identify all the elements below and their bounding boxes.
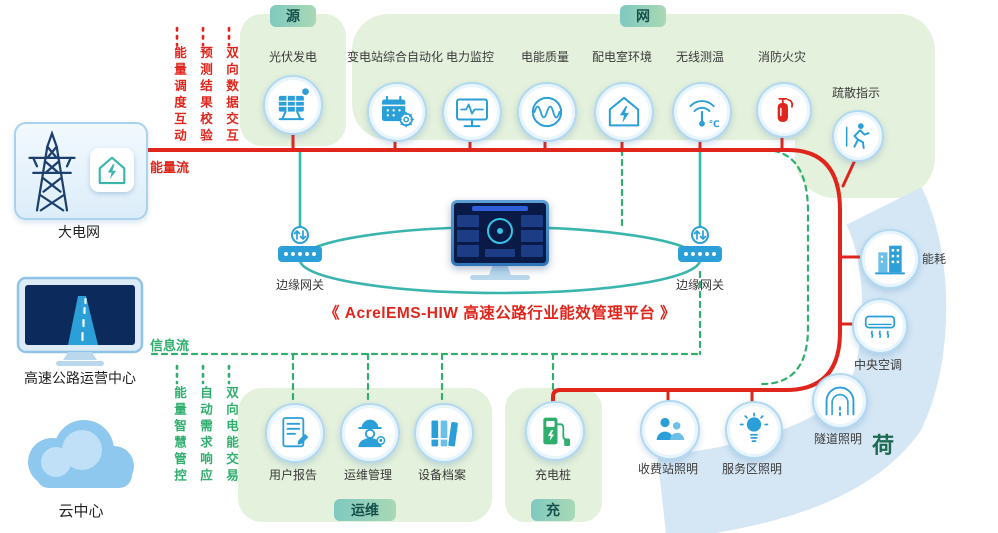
substation-label: 变电站综合自动化: [346, 50, 443, 64]
monitor-stand: [489, 266, 511, 275]
evacuation-label: 疏散指示: [831, 86, 880, 100]
substation-automation-icon: [367, 82, 427, 142]
vertical-flow-label-demand-response: 自动需求响应: [198, 386, 212, 485]
edge-gateway-icon: [678, 226, 722, 262]
home-energy-icon: [98, 156, 126, 185]
edge-gateway-icon: [278, 226, 322, 262]
vertical-flow-label-power-trading: 双向电能交易: [224, 386, 238, 485]
cloud-center-label: 云中心: [58, 503, 104, 520]
operation-center-label: 高速公路运营中心: [24, 370, 136, 386]
red-dotted-leaders: [175, 26, 231, 47]
power-quality-label: 电能质量: [520, 50, 569, 64]
charge-badge: 充: [531, 499, 575, 521]
energy-flow-label: 能量流: [150, 160, 190, 175]
service-area-lighting-label: 服务区照明: [721, 462, 782, 476]
energy-flow-main: [143, 148, 842, 405]
power-quality-icon: [517, 82, 577, 142]
celsius-glyph: ℃: [709, 119, 720, 129]
fire-label: 消防火灾: [757, 50, 806, 64]
platform-monitor: [451, 200, 549, 266]
vertical-flow-label-forecast-check: 预测结果校验: [198, 46, 212, 145]
green-dotted-leaders: [175, 364, 231, 385]
fire-extinguisher-icon: [756, 82, 812, 138]
ops-badge: 运维: [334, 499, 396, 521]
grid-badge: 网: [620, 5, 666, 27]
service-area-lighting-icon: [725, 401, 783, 459]
ops-management-label: 运维管理: [343, 468, 392, 482]
big-grid-label: 大电网: [58, 224, 100, 240]
charging-pile-icon: [525, 401, 585, 461]
platform-banner: 《 AcrelEMS-HIW 高速公路行业能效管理平台 》: [323, 305, 677, 322]
vertical-flow-label-energy-dispatch: 能量调度互动: [172, 46, 186, 145]
toll-station-lighting-label: 收费站照明: [637, 462, 698, 476]
central-ac-icon: [852, 298, 908, 354]
energy-consumption-label: 能耗: [922, 252, 947, 266]
wireless-temperature-icon: ℃: [672, 82, 732, 142]
load-badge: 荷: [872, 433, 895, 458]
distribution-room-icon: [594, 82, 654, 142]
central-ac-label: 中央空调: [853, 358, 902, 372]
grid-home-card: [90, 148, 134, 192]
energy-consumption-icon: [860, 229, 920, 289]
wireless-temp-label: 无线测温: [675, 50, 724, 64]
equipment-archive-label: 设备档案: [417, 468, 466, 482]
info-flow-lines: [150, 148, 810, 403]
vertical-flow-label-smart-control: 能量智慧管控: [172, 386, 186, 485]
evacuation-icon: [832, 110, 884, 162]
distribution-room-label: 配电室环境: [591, 50, 652, 64]
monitor-road-icon: [16, 276, 144, 366]
edge-gateway-right-label: 边缘网关: [675, 278, 724, 292]
tunnel-lighting-label: 隧道照明: [813, 432, 862, 446]
big-grid-box: [14, 122, 148, 220]
user-report-icon: [265, 403, 325, 463]
cloud-icon: [28, 420, 134, 488]
info-flow-label: 信息流: [150, 338, 190, 353]
monitor-base: [470, 275, 530, 280]
pv-label: 光伏发电: [268, 50, 317, 64]
tunnel-lighting-icon: [812, 373, 868, 429]
user-report-label: 用户报告: [268, 468, 317, 482]
edge-gateway-left-label: 边缘网关: [275, 278, 324, 292]
platform-screen: [454, 203, 546, 263]
power-monitoring-label: 电力监控: [445, 50, 494, 64]
source-badge: 源: [270, 5, 316, 27]
equipment-archive-icon: [414, 403, 474, 463]
energy-flow-stubs: [291, 132, 861, 404]
vertical-flow-label-bidirectional-data: 双向数据交互: [224, 46, 238, 145]
power-monitoring-icon: [442, 82, 502, 142]
toll-station-lighting-icon: [640, 400, 700, 460]
charging-pile-label: 充电桩: [534, 468, 571, 482]
power-tower-icon: [28, 130, 76, 212]
ops-management-icon: [340, 403, 400, 463]
solar-panel-icon: [263, 75, 323, 135]
